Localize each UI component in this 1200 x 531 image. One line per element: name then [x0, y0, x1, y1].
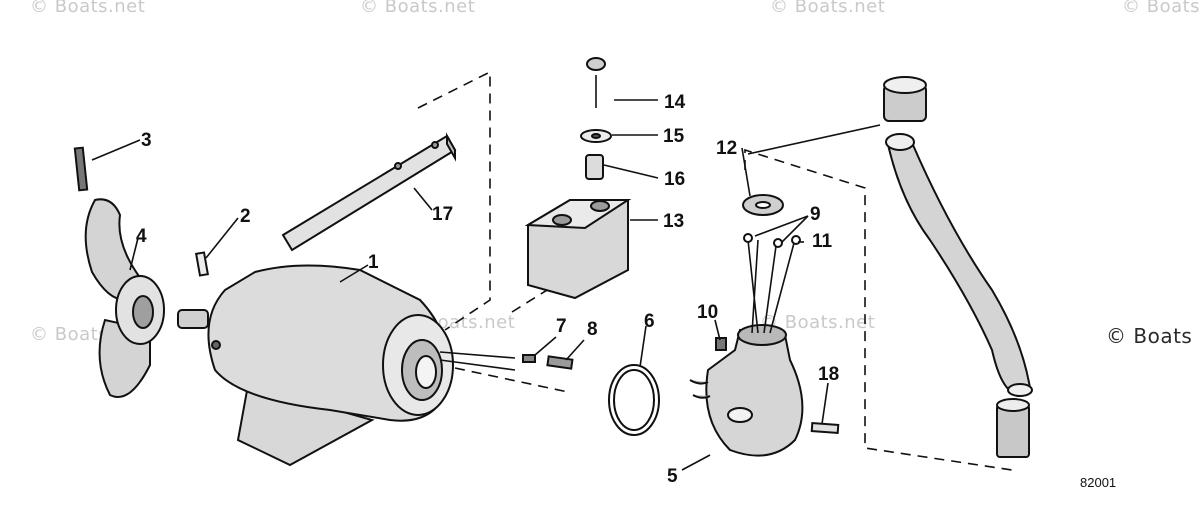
watermark-top-2: © Boats.net — [360, 0, 476, 17]
part-number-labels: 1 2 3 4 5 6 7 8 9 10 11 12 13 14 15 16 1… — [136, 92, 1116, 490]
part-label-6: 6 — [644, 311, 655, 332]
part-label-9: 9 — [810, 204, 821, 225]
grommet-and-bolt — [742, 194, 840, 434]
dashed-guide-lines — [417, 70, 1013, 471]
part-label-8: 8 — [587, 319, 598, 340]
part-label-16: 16 — [664, 169, 685, 190]
small-pins-and-pin-parts — [73, 146, 574, 370]
steering-tube — [883, 76, 1033, 458]
watermark-top-1: © Boats.net — [30, 0, 146, 17]
diagram-reference-code: 82001 — [1080, 475, 1116, 490]
part-label-14: 14 — [664, 92, 686, 113]
o-ring — [608, 364, 660, 436]
clamp-block — [524, 199, 632, 300]
part-label-15: 15 — [663, 126, 685, 147]
motor-lead-wires — [439, 351, 516, 371]
part-label-10: 10 — [697, 302, 718, 323]
part-label-12: 12 — [716, 138, 737, 159]
part-label-3: 3 — [141, 130, 152, 151]
upper-housing — [689, 233, 804, 457]
watermark-mid-3: © Boats.net — [760, 312, 876, 333]
watermark-top-4: © Boats — [1122, 0, 1200, 17]
screw-washer-spacer — [580, 57, 612, 180]
part-label-4: 4 — [136, 226, 147, 247]
part-label-17: 17 — [432, 204, 453, 225]
mounting-bracket — [281, 132, 457, 252]
part-label-11: 11 — [812, 231, 833, 252]
watermark-top-3: © Boats.net — [770, 0, 886, 17]
part-label-13: 13 — [663, 211, 684, 232]
watermark-right: © Boats — [1106, 324, 1193, 348]
part-label-5: 5 — [667, 466, 678, 487]
propeller — [84, 198, 165, 398]
part-label-7: 7 — [556, 316, 567, 337]
leader-lines — [91, 99, 881, 471]
part-label-18: 18 — [818, 364, 839, 385]
part-label-1: 1 — [368, 252, 379, 273]
part-label-2: 2 — [240, 206, 251, 227]
motor-housing — [177, 264, 454, 467]
